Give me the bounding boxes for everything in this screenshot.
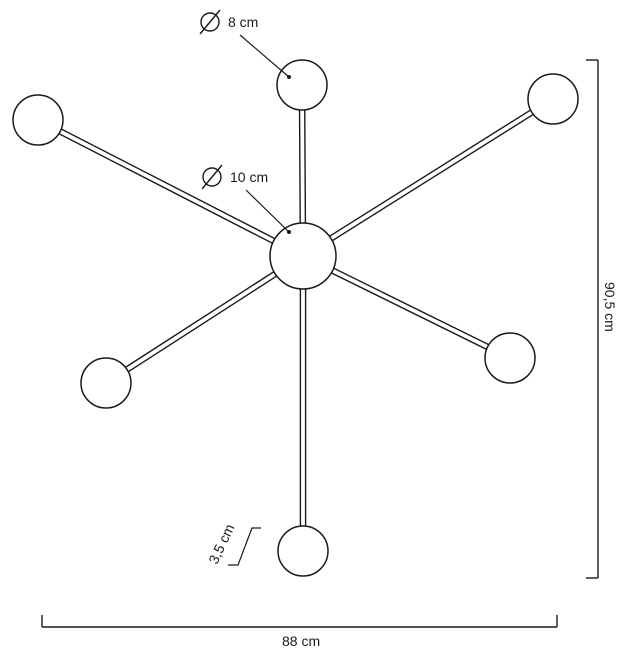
- center-globe-callout: 10 cm: [201, 164, 291, 234]
- arm-edge-line: [301, 96, 552, 255]
- globe-upper-right: [527, 73, 579, 125]
- globe-upper-left: [12, 94, 64, 146]
- small-globe-leader-line: [239, 34, 290, 78]
- globe-lower-left: [80, 357, 132, 409]
- arm-thickness-label: 3,5 cm: [205, 521, 237, 566]
- center-globe-diameter-label: 10 cm: [230, 169, 268, 185]
- total-width-label: 88 cm: [282, 633, 320, 649]
- diameter-symbol-icon: [202, 167, 222, 187]
- arm-edge-line: [36, 121, 303, 259]
- arms: [36, 84, 555, 551]
- globe-lower-right: [484, 332, 536, 384]
- arm-lower-left: [104, 253, 305, 386]
- globes: [12, 59, 579, 577]
- small-globe-diameter-label: 8 cm: [228, 14, 258, 30]
- width-dimension: 88 cm: [41, 615, 558, 649]
- small-globe-leader-dot: [287, 75, 291, 79]
- globe-bottom: [277, 525, 329, 577]
- arm-edge-line: [38, 117, 305, 255]
- arm-upper-right: [301, 96, 555, 259]
- arm-edge-line: [104, 253, 302, 382]
- center-globe: [269, 222, 337, 290]
- arm-edge-line: [301, 257, 510, 361]
- arm-bottom: [299, 256, 307, 551]
- center-globe-leader-dot: [287, 230, 291, 234]
- globe-top: [276, 59, 328, 111]
- arm-edge-line: [303, 253, 512, 357]
- arm-upper-left: [36, 117, 305, 259]
- arm-thickness-bracket: [228, 527, 261, 566]
- total-height-label: 90,5 cm: [602, 282, 618, 332]
- arm-edge-line: [107, 257, 305, 386]
- arm-lower-right: [301, 253, 512, 361]
- diameter-symbol-icon: [200, 12, 220, 32]
- arm-edge-line: [304, 100, 555, 259]
- center-globe-leader-line: [245, 189, 290, 233]
- arm-thickness-annotation: 3,5 cm: [205, 521, 261, 566]
- diameter-slash-icon: [201, 164, 223, 190]
- small-globe-callout: 8 cm: [199, 9, 291, 79]
- diameter-slash-icon: [199, 9, 221, 35]
- height-dimension: 90,5 cm: [586, 59, 618, 579]
